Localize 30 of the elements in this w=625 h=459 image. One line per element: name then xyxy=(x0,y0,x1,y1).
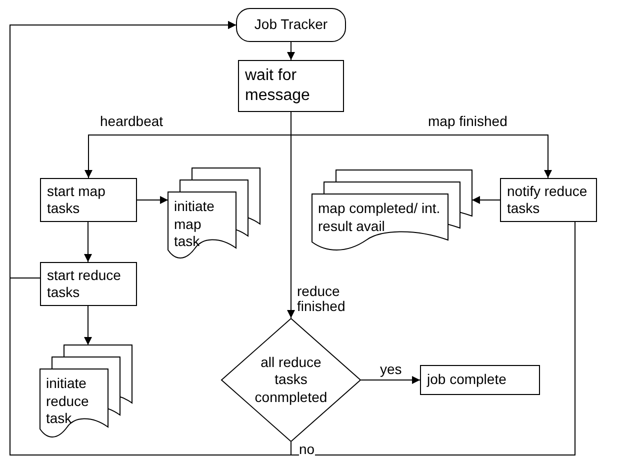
multi-document-shape xyxy=(168,168,260,256)
terminal-box xyxy=(236,8,346,42)
process-box xyxy=(500,178,597,222)
edge-label: map finished xyxy=(428,114,508,130)
arrow xyxy=(84,306,92,346)
node-text: all reduce tasks conmpleted xyxy=(254,354,328,406)
multi-document-shape xyxy=(312,170,472,248)
multi-document-shape xyxy=(40,345,132,435)
arrow xyxy=(287,112,295,318)
node-text: Job Tracker xyxy=(254,16,328,34)
arrow xyxy=(287,42,295,60)
process-box xyxy=(238,60,344,112)
node-text: wait for message xyxy=(245,66,311,106)
arrow xyxy=(84,222,92,262)
decision-diamond xyxy=(221,318,361,442)
process-box xyxy=(40,262,137,306)
arrow xyxy=(136,196,168,204)
node-text: notify reduce tasks xyxy=(507,182,588,218)
node-text: job complete xyxy=(427,371,506,389)
node-text: initiate map task xyxy=(174,198,216,250)
process-box xyxy=(40,178,137,222)
node-text: start reduce tasks xyxy=(47,266,122,302)
arrow xyxy=(360,376,420,384)
node-text: start map tasks xyxy=(47,182,106,218)
arrow xyxy=(10,21,576,456)
node-text: initiate reduce task xyxy=(46,375,90,428)
edge-label: heardbeat xyxy=(100,114,164,130)
node-text: map completed/ int. result avail xyxy=(318,200,442,235)
process-box xyxy=(420,365,540,395)
arrow xyxy=(472,196,500,204)
